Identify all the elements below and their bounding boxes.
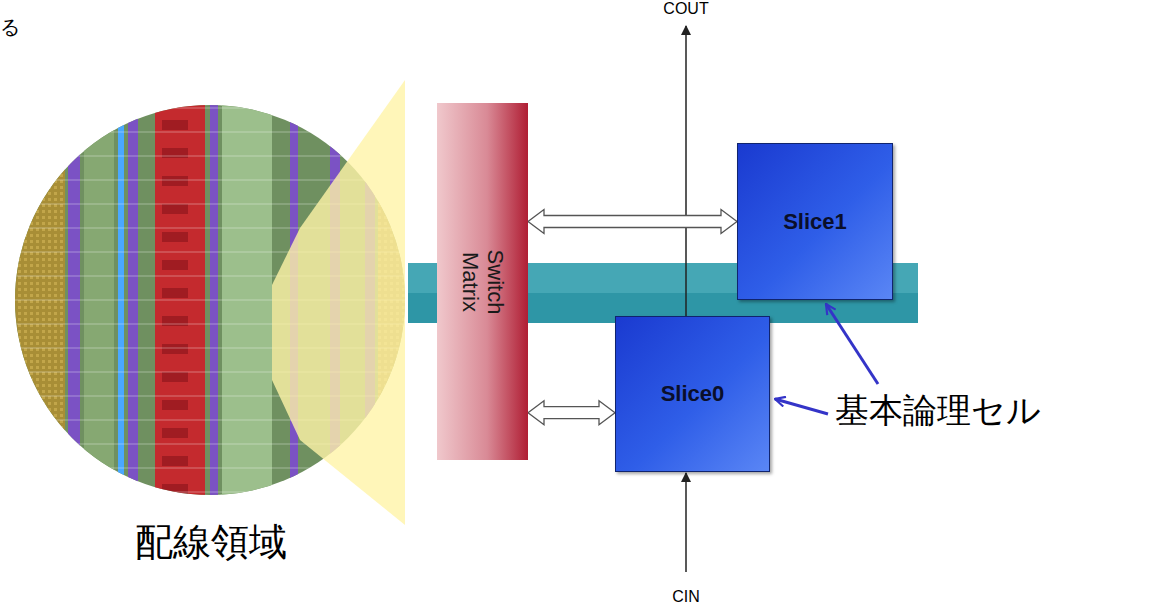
- node-text: Switch Matrix: [457, 232, 508, 332]
- region-label: 配線領域: [135, 522, 287, 564]
- leader-arrow: [826, 304, 878, 384]
- bus-arrow: [528, 210, 737, 234]
- node-text: Slice1: [783, 209, 847, 235]
- logic-slice: Slice0: [615, 316, 770, 472]
- zoom-cone: [272, 80, 405, 525]
- signal-name: COUT: [663, 0, 708, 18]
- signal-name: CIN: [672, 588, 700, 606]
- logic-slice: Slice1: [737, 143, 893, 300]
- callout-label: 基本論理セル: [835, 392, 1041, 429]
- bus-arrow: [528, 401, 615, 425]
- carry-out-line: [685, 26, 687, 316]
- leader-arrow: [775, 399, 828, 414]
- cut-text: る: [0, 16, 20, 38]
- switch-matrix: Switch Matrix: [437, 103, 528, 460]
- node-text: Slice0: [661, 381, 725, 407]
- carry-in-line: [685, 473, 687, 572]
